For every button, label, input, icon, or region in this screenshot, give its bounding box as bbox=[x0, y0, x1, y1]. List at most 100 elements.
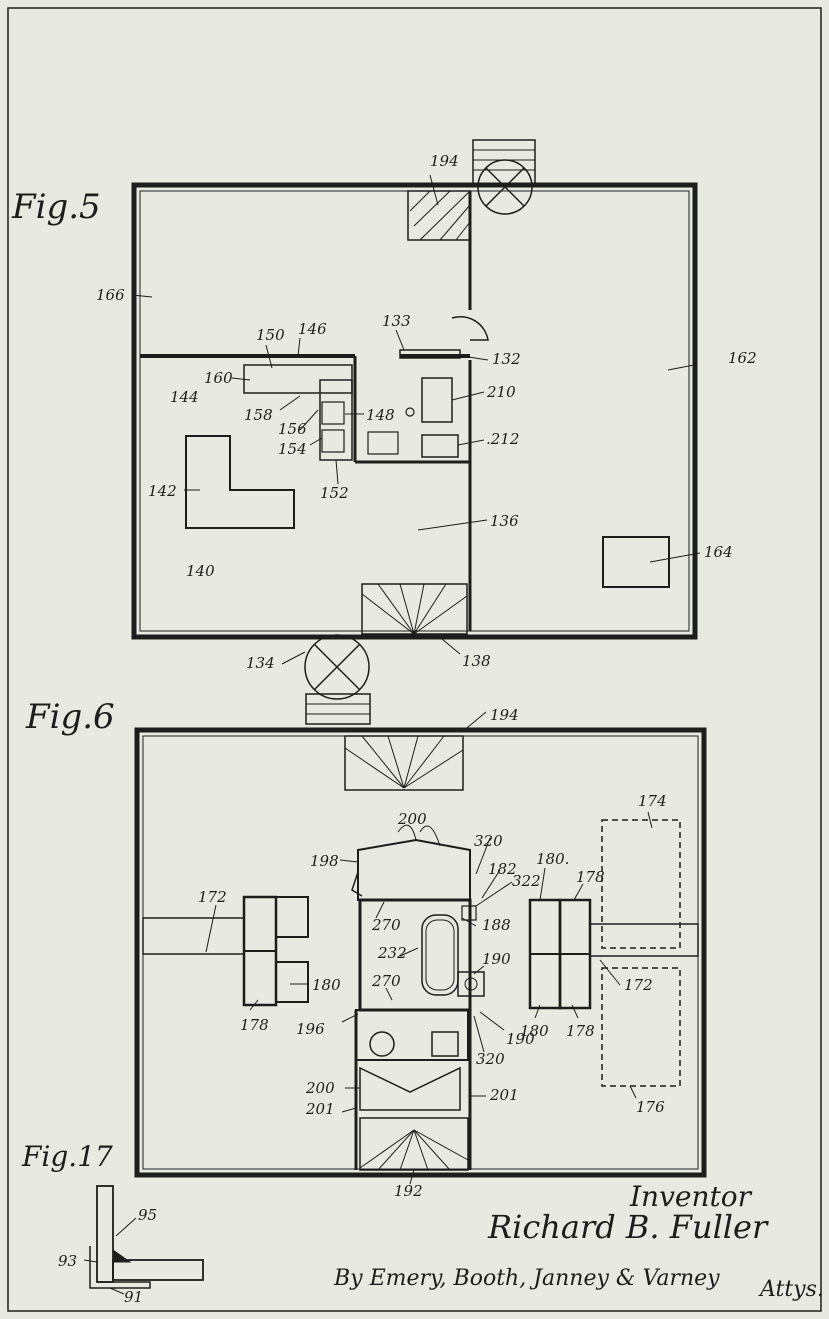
fig17-joint-detail: Fig.17 95 93 91 bbox=[21, 1140, 204, 1306]
fig5-title: Fig.5 bbox=[11, 187, 101, 227]
fig5-label-158: 158 bbox=[244, 406, 273, 424]
fig6-label-174: 174 bbox=[638, 792, 667, 810]
fig6-label-194: 194 bbox=[490, 706, 519, 724]
fig6-toilet-188 bbox=[461, 905, 477, 921]
fig5-sofa-142 bbox=[185, 435, 295, 529]
fig6-bed-176 bbox=[601, 967, 681, 1087]
fig5-revolving-door-top bbox=[472, 139, 536, 215]
fig5-label-210: 210 bbox=[486, 383, 516, 401]
fig6-closet-180-left-top bbox=[275, 896, 309, 938]
fig5-label-142: 142 bbox=[148, 482, 177, 500]
fig6-closet-180-left-bottom bbox=[275, 961, 309, 1003]
fig6-label-232: 232 bbox=[377, 944, 407, 962]
fig5-label-160: 160 bbox=[204, 369, 233, 387]
fig5-label-154: 154 bbox=[278, 440, 307, 458]
fig6-label-198: 198 bbox=[310, 852, 339, 870]
fig5-label-132: 132 bbox=[492, 350, 521, 368]
fig6-label-188: 188 bbox=[482, 916, 511, 934]
fig5-label-166: 166 bbox=[96, 286, 125, 304]
fig5-unit-212 bbox=[421, 434, 459, 458]
fig17-fillet-93 bbox=[112, 1249, 132, 1263]
fig5-appliance-152 bbox=[321, 429, 345, 453]
fig6-label-270-top: 270 bbox=[371, 916, 401, 934]
fig6-label-180-left: 180 bbox=[312, 976, 341, 994]
fig6-bed-198-door bbox=[351, 871, 363, 897]
fig17-label-93: 93 bbox=[58, 1252, 77, 1270]
fig6-label-322: 322 bbox=[512, 872, 541, 890]
fig6-label-201-right: 201 bbox=[489, 1086, 519, 1104]
fig5-floor-plan: Fig.5 bbox=[11, 139, 757, 725]
fig6-stair-194 bbox=[344, 735, 464, 791]
fig5-label-148: 148 bbox=[366, 406, 395, 424]
fig5-cabinet-148 bbox=[319, 379, 353, 461]
inventor-block: Inventor Richard B. Fuller By Emery, Boo… bbox=[333, 1180, 824, 1302]
fig6-label-172-left: 172 bbox=[198, 888, 227, 906]
fig5-label-162: 162 bbox=[728, 349, 757, 367]
fig6-label-200-top: 200 bbox=[397, 810, 427, 828]
fig5-label-136: 136 bbox=[490, 512, 519, 530]
fig5-box-164 bbox=[602, 536, 670, 588]
fig5-label-133: 133 bbox=[382, 312, 411, 330]
fig6-label-190-top: 190 bbox=[482, 950, 511, 968]
fig6-label-182: 182 bbox=[488, 860, 517, 878]
inventor-heading: Inventor bbox=[629, 1180, 753, 1213]
fig6-label-172-right: 172 bbox=[624, 976, 653, 994]
fig6-label-320-top: 320 bbox=[474, 832, 503, 850]
fig6-floor-plan: Fig.6 bbox=[25, 697, 707, 1200]
fig6-outer-wall-inner-line bbox=[142, 735, 699, 1170]
fig5-sink bbox=[367, 431, 399, 455]
fig5-label-150: 150 bbox=[256, 326, 285, 344]
fig6-label-201-left: 201 bbox=[305, 1100, 335, 1118]
fig5-label-164: 164 bbox=[704, 543, 733, 561]
attys-abbreviation: Attys. bbox=[758, 1277, 824, 1302]
fig6-outer-wall bbox=[134, 727, 707, 1178]
fig6-label-190-bottom: 190 bbox=[506, 1030, 535, 1048]
fig5-stair-194 bbox=[407, 190, 471, 241]
fig6-label-178-right: 178 bbox=[566, 1022, 595, 1040]
fig17-vertical-member bbox=[96, 1185, 114, 1283]
fig5-label-140: 140 bbox=[186, 562, 215, 580]
fig6-basin-190 bbox=[457, 971, 485, 997]
fig5-leader-lines bbox=[131, 174, 701, 665]
fig5-label-212: .212 bbox=[486, 430, 519, 448]
fig6-label-180-right: 180 bbox=[520, 1022, 549, 1040]
fig6-beam-172-right bbox=[589, 923, 699, 957]
fig5-label-146: 146 bbox=[298, 320, 327, 338]
fig5-label-194: 194 bbox=[430, 152, 459, 170]
fig6-stair-192 bbox=[359, 1117, 469, 1171]
fig6-label-180-top: 180. bbox=[536, 850, 569, 868]
fig6-bed-200 bbox=[359, 1066, 461, 1111]
fig6-label-176: 176 bbox=[636, 1098, 665, 1116]
fig17-label-95: 95 bbox=[138, 1206, 157, 1224]
fig6-label-270-bottom: 270 bbox=[371, 972, 401, 990]
fig6-leader-lines bbox=[205, 711, 653, 1185]
fig5-revolving-door-134 bbox=[304, 634, 371, 725]
fig17-label-91: 91 bbox=[124, 1288, 143, 1306]
fig6-title: Fig.6 bbox=[25, 697, 115, 737]
fig5-outer-wall bbox=[131, 182, 698, 640]
fig6-bed-198 bbox=[357, 838, 471, 901]
fig17-base-91 bbox=[89, 1246, 151, 1289]
fig5-label-134: 134 bbox=[246, 654, 275, 672]
attorneys-signature: By Emery, Booth, Janney & Varney bbox=[333, 1266, 720, 1291]
fig6-label-192: 192 bbox=[394, 1182, 423, 1200]
fig5-label-138: 138 bbox=[462, 652, 491, 670]
fig5-appliance-154 bbox=[321, 401, 345, 425]
fig6-label-178-top: 178 bbox=[576, 868, 605, 886]
sheet-border bbox=[7, 7, 822, 1312]
fig17-horizontal-member bbox=[112, 1259, 204, 1281]
fig5-label-156: 156 bbox=[278, 420, 307, 438]
fig5-stair-138 bbox=[361, 583, 468, 635]
fig6-bed-174 bbox=[601, 819, 681, 949]
fig6-label-200-bottom: 200 bbox=[305, 1079, 335, 1097]
fig5-unit-210 bbox=[421, 377, 453, 423]
fig6-beam-172-left bbox=[142, 917, 245, 955]
inventor-name: Richard B. Fuller bbox=[487, 1208, 769, 1246]
fig5-counter-150 bbox=[243, 364, 353, 394]
fig5-label-152: 152 bbox=[320, 484, 349, 502]
fig6-label-196: 196 bbox=[296, 1020, 325, 1038]
fig6-bathtub bbox=[421, 914, 459, 996]
fig5-label-144: 144 bbox=[170, 388, 199, 406]
